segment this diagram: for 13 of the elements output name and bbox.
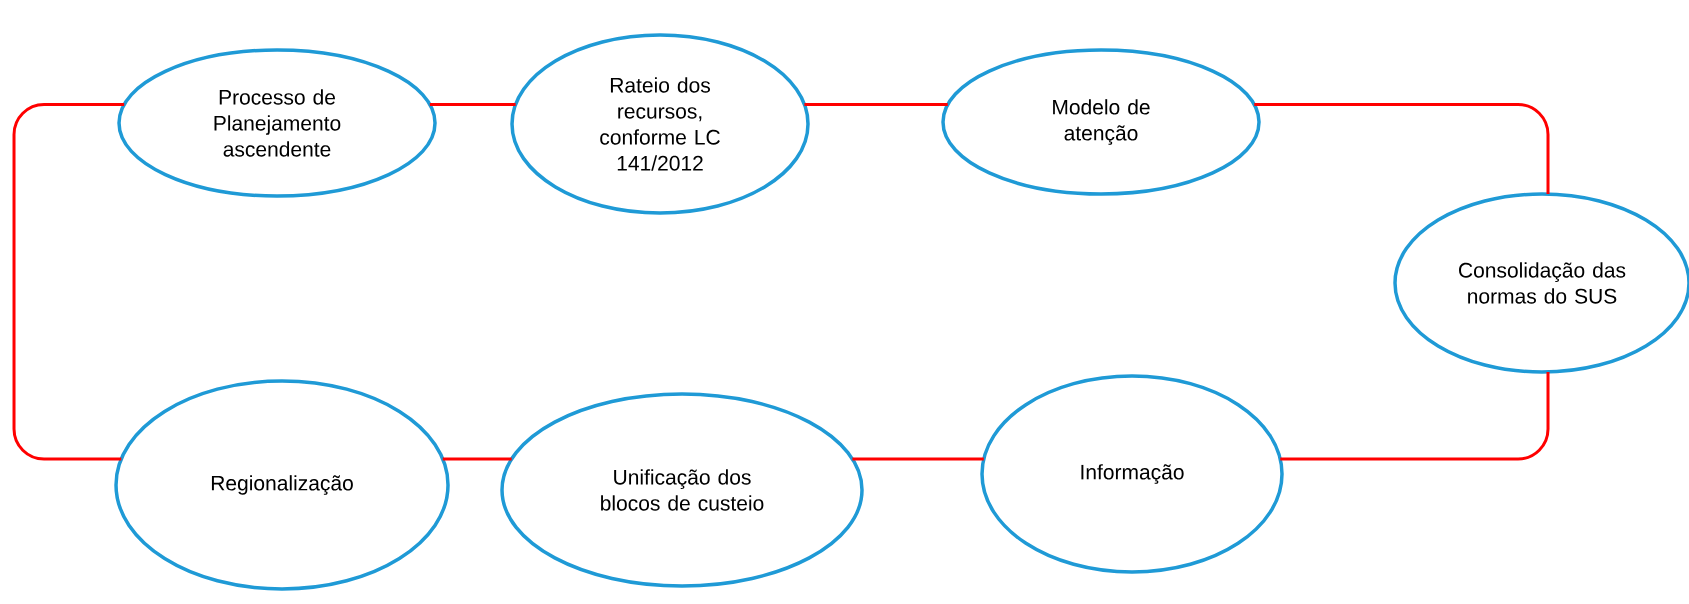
connector-line (804, 103, 948, 106)
connector-line (442, 457, 512, 461)
ellipse-node: Unificação dos blocos de custeio (500, 392, 864, 588)
connector-line (12, 103, 125, 461)
ellipse-node: Rateio dos recursos, conforme LC 141/2012 (510, 33, 810, 215)
connector-line (1280, 371, 1550, 461)
connector-line (1254, 103, 1550, 195)
ellipse-node: Regionalização (114, 379, 450, 591)
ellipse-node: Processo de Planejamento ascendente (117, 48, 437, 198)
connector-line (852, 457, 984, 461)
ellipse-node: Informação (980, 374, 1284, 574)
connector-line (429, 103, 516, 106)
ellipse-node: Modelo de atenção (941, 48, 1261, 196)
